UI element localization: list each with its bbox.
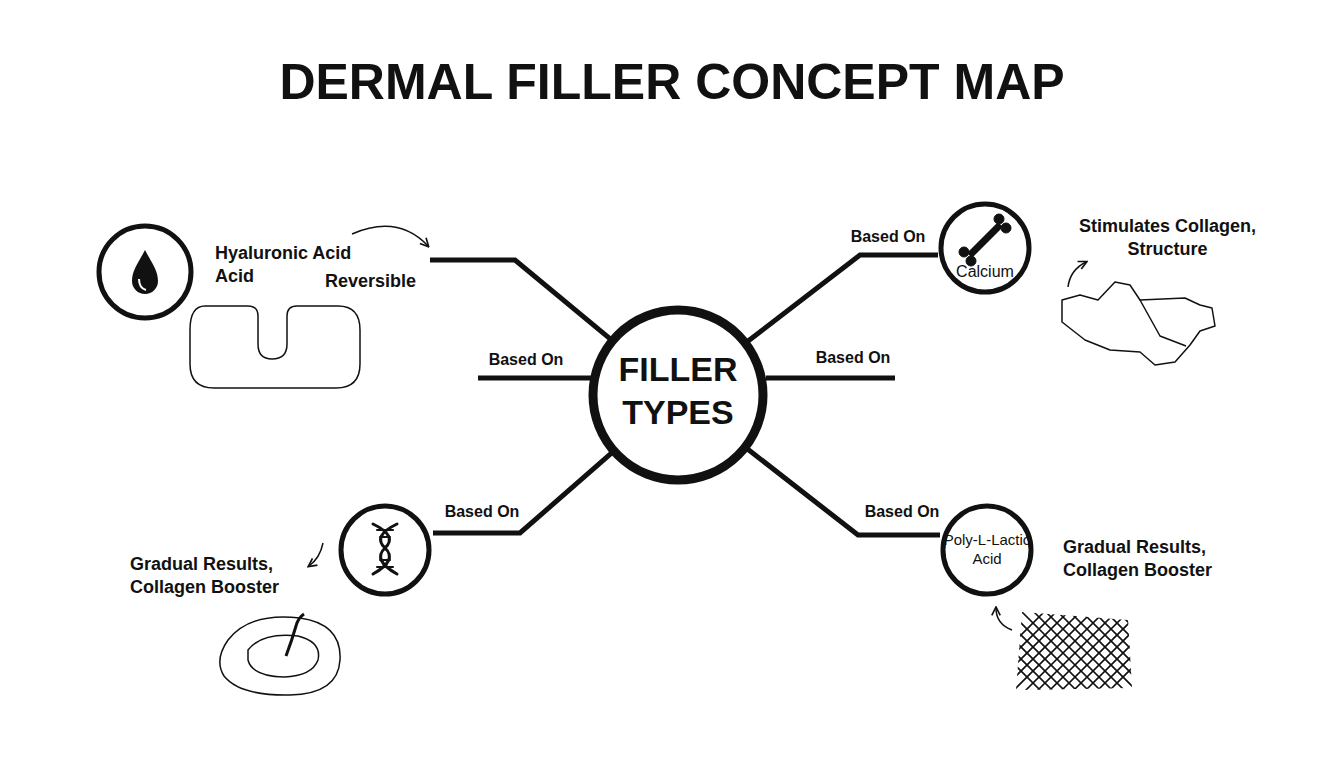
filler-node: Gradual Results, Collagen Booster: [128, 500, 433, 600]
node-label: Calcium: [940, 262, 1030, 283]
mesh-sketch: [956, 610, 1218, 700]
connector-line: [748, 255, 938, 341]
bone-sketch: [1062, 282, 1215, 365]
connector-line: [430, 260, 610, 339]
circle-outline: [99, 226, 191, 318]
circle-outline: [341, 506, 429, 594]
pointer-arrow: [309, 543, 323, 566]
node-label: Poly-L-Lactic Acid: [934, 531, 1040, 569]
pointer-arrow: [352, 226, 428, 246]
connector-line: [748, 449, 941, 535]
tissue-sketch: [190, 306, 360, 388]
branch-label: Based On: [803, 348, 903, 369]
pointer-arrow: [1068, 262, 1086, 287]
node-label: Gradual Results, Collagen Booster: [130, 553, 310, 600]
pointer-arrow: [996, 608, 1012, 630]
hub-circle: FILLER TYPES: [588, 305, 768, 485]
skin-sketch: [220, 614, 340, 695]
circle-outline: [941, 204, 1029, 292]
node-label: FILLER TYPES: [598, 348, 758, 433]
connector-label: Based On: [838, 227, 938, 248]
filler-node: Poly-L-Lactic AcidGradual Results, Colla…: [940, 503, 1245, 598]
connector-line: [433, 453, 612, 533]
node-note: Stimulates Collagen, Structure: [1060, 215, 1275, 262]
node-note: Reversible: [325, 270, 435, 293]
filler-node: Hyaluronic Acid AcidReversible: [95, 222, 430, 322]
connector-label: Based On: [852, 502, 952, 523]
stub-line: [766, 376, 895, 381]
circle-outline: [593, 310, 763, 480]
branch-label: Based On: [476, 350, 576, 371]
diagram-title: DERMAL FILLER CONCEPT MAP: [0, 52, 1344, 112]
filler-node: Calcium Stimulates Collagen, Structure: [938, 202, 1278, 297]
node-note: Gradual Results, Collagen Booster: [1063, 536, 1245, 583]
connector-label: Based On: [432, 502, 532, 523]
stub-line: [478, 376, 592, 381]
